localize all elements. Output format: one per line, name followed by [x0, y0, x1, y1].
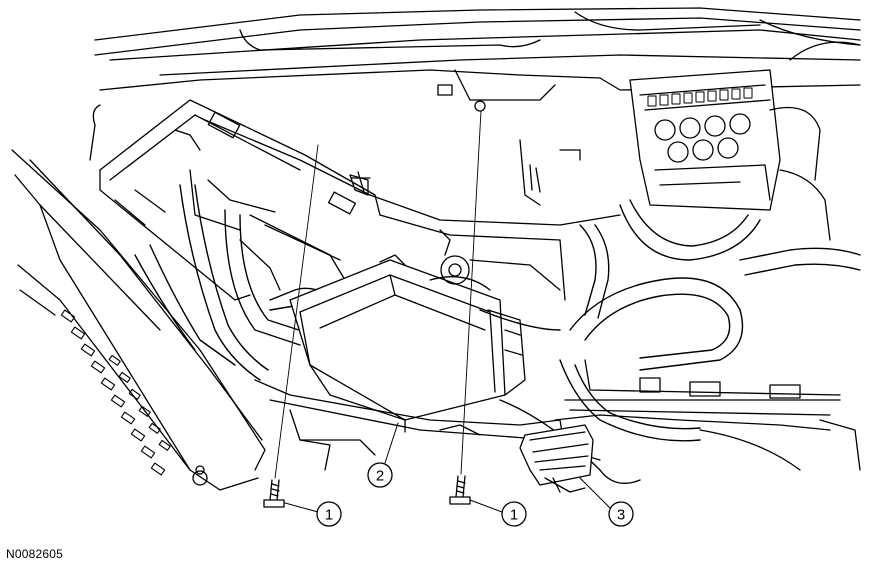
callout-bolt-left: 1	[316, 501, 342, 527]
leader-line-2	[384, 422, 399, 464]
bulkhead-connector	[629, 41, 861, 241]
leader-lines	[284, 422, 611, 513]
bolt-left	[263, 479, 285, 508]
callout-number: 1	[510, 507, 518, 524]
leader-line-1-left	[284, 502, 319, 513]
callout-module: 2	[367, 462, 393, 488]
fender-splash-shield	[11, 149, 266, 491]
cowl-panel	[89, 7, 861, 161]
leader-line-1-center	[469, 499, 503, 513]
installation-axis-lines	[274, 110, 482, 479]
junction-box	[99, 99, 381, 301]
firewall-brackets	[351, 100, 621, 301]
left-harness	[134, 184, 331, 381]
callout-connector: 3	[608, 501, 634, 527]
lower-frame	[254, 359, 861, 471]
callout-number: 3	[617, 507, 625, 524]
callout-bolt-center: 1	[501, 501, 527, 527]
axis-line-bolt-center	[460, 110, 482, 475]
powertrain-control-module	[289, 254, 526, 433]
bolt-center	[449, 475, 471, 505]
shield-slot-row	[60, 309, 171, 476]
wiring-connector	[519, 424, 594, 493]
leader-line-3	[579, 477, 611, 509]
connector-pin-row	[647, 87, 753, 107]
callout-number: 1	[325, 507, 333, 524]
callout-number: 2	[376, 468, 384, 485]
axis-line-bolt-left	[274, 144, 319, 479]
figure-id-label: N0082605	[6, 547, 63, 561]
